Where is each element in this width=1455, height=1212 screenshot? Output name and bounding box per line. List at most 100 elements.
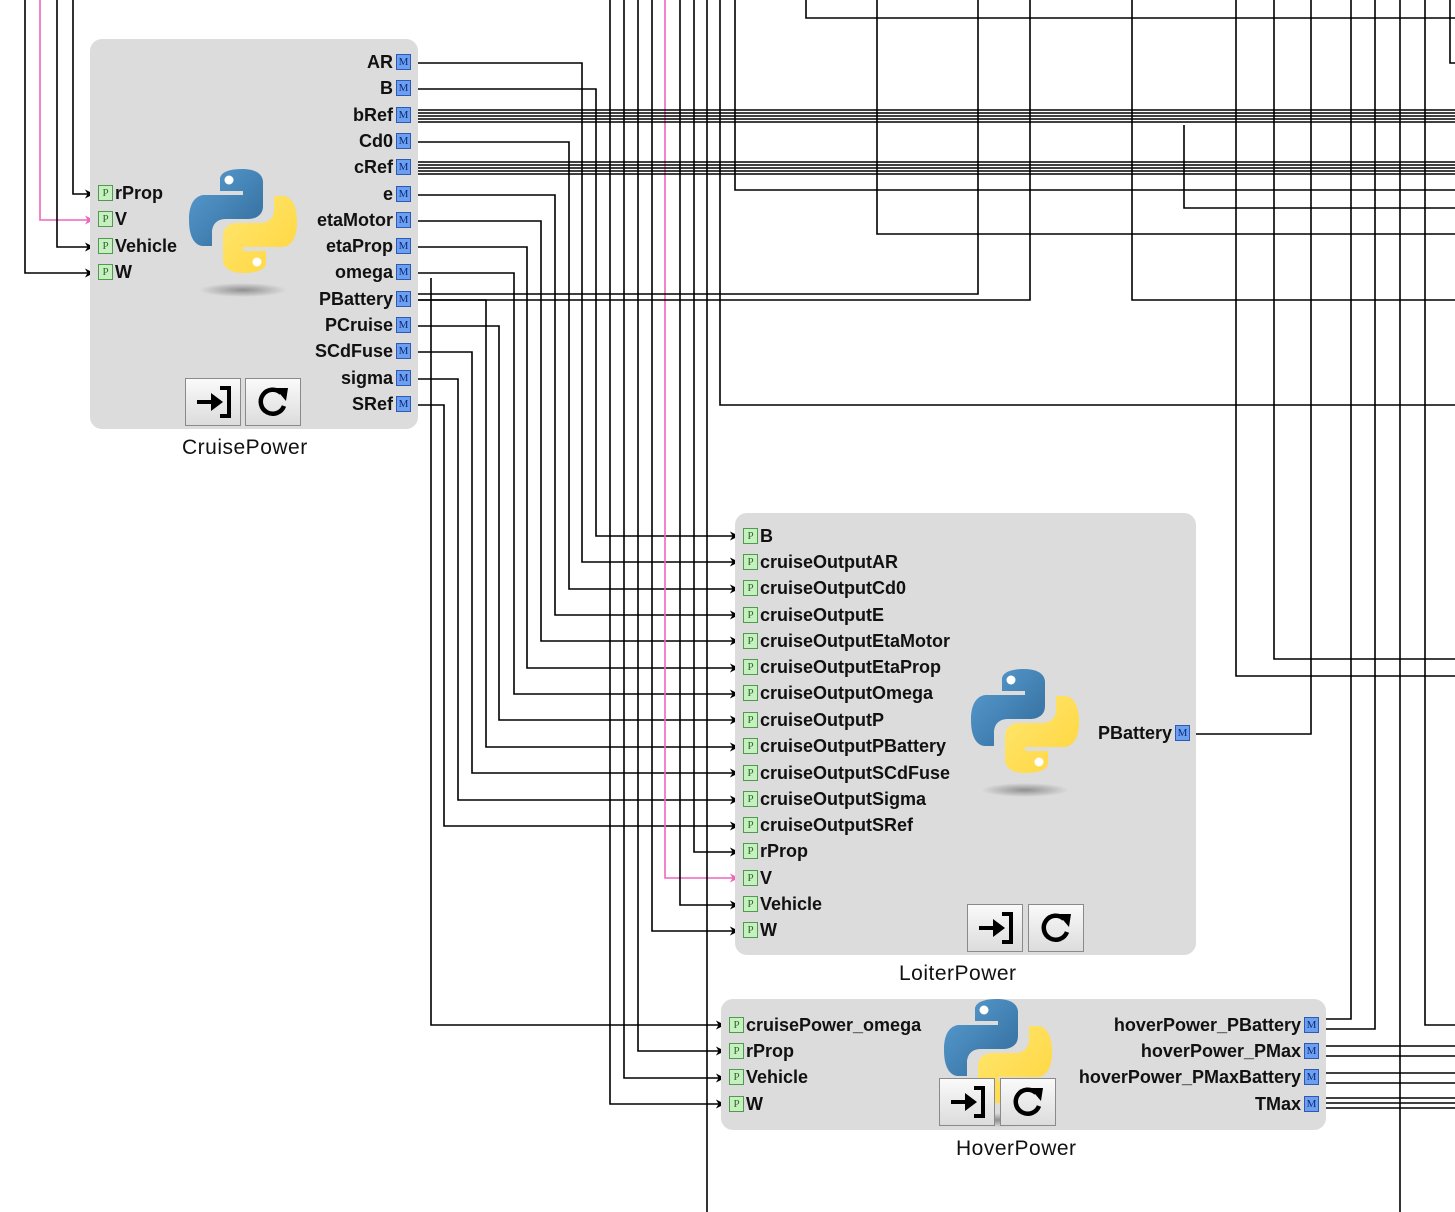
wire: [876, 0, 1455, 235]
wire: [411, 404, 739, 831]
parameter-badge: P: [98, 185, 113, 201]
wire: [805, 0, 1455, 19]
loiter-power-title: LoiterPower: [899, 962, 1017, 985]
parameter-badge: P: [743, 659, 758, 675]
parameter-badge: P: [743, 738, 758, 754]
parameter-badge: P: [743, 633, 758, 649]
parameter-badge: P: [743, 817, 758, 833]
metric-badge: M: [396, 370, 411, 386]
wire: [679, 0, 739, 910]
metric-badge: M: [1304, 1096, 1319, 1112]
parameter-badge: P: [743, 685, 758, 701]
metric-badge: M: [396, 291, 411, 307]
import-button[interactable]: [939, 1078, 995, 1126]
refresh-button[interactable]: [1000, 1078, 1056, 1126]
metric-badge: M: [1304, 1043, 1319, 1059]
python-logo-icon: [971, 669, 1079, 797]
wire: [411, 246, 739, 673]
parameter-badge: P: [729, 1096, 744, 1112]
metric-badge: M: [396, 238, 411, 254]
metric-badge: M: [396, 107, 411, 123]
import-button[interactable]: [967, 904, 1023, 952]
wire: [411, 378, 739, 805]
wire: [411, 141, 739, 594]
import-button[interactable]: [185, 378, 241, 426]
parameter-badge: P: [98, 211, 113, 227]
parameter-badge: P: [98, 238, 113, 254]
import-icon: [977, 912, 1013, 944]
wire: [664, 0, 739, 883]
metric-badge: M: [396, 159, 411, 175]
wire: [411, 88, 739, 541]
refresh-button[interactable]: [1028, 904, 1084, 952]
wire: [72, 0, 94, 199]
parameter-badge: P: [743, 580, 758, 596]
wire: [411, 0, 1031, 301]
hover-power-title: HoverPower: [956, 1137, 1077, 1160]
wire: [411, 62, 739, 567]
import-icon: [949, 1086, 985, 1118]
refresh-button[interactable]: [245, 378, 301, 426]
python-logo-icon: [189, 169, 297, 297]
wire: [1131, 0, 1455, 301]
wire: [411, 351, 739, 778]
wire: [719, 0, 1455, 406]
loiter-power-block[interactable]: [735, 513, 1196, 955]
parameter-badge: P: [729, 1069, 744, 1085]
refresh-icon: [1036, 910, 1076, 946]
wire: [24, 0, 94, 278]
metric-badge: M: [396, 133, 411, 149]
metric-badge: M: [1304, 1017, 1319, 1033]
parameter-badge: P: [729, 1043, 744, 1059]
wire: [430, 278, 725, 1030]
wire: [56, 0, 94, 252]
metric-badge: M: [1175, 725, 1190, 741]
metric-badge: M: [396, 343, 411, 359]
metric-badge: M: [396, 264, 411, 280]
